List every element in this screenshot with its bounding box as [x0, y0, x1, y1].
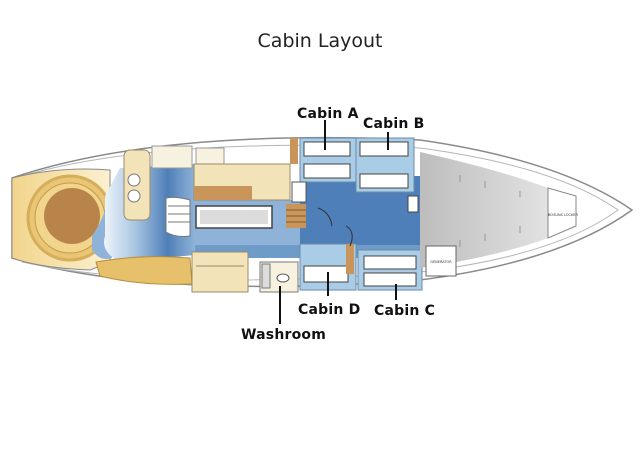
saloon-table-inner	[200, 210, 268, 224]
cabin-a-berth-upper	[303, 141, 351, 157]
cabin-d-bulkhead	[346, 244, 354, 274]
cabin-a-berth-lower	[303, 163, 351, 179]
cabin-d-label: Cabin D	[298, 302, 361, 318]
bosun-locker	[547, 187, 577, 239]
saloon-table-top	[194, 186, 252, 200]
cabin-a-label: Cabin A	[297, 106, 359, 122]
cabin-c-berth-lower	[363, 272, 417, 287]
page-title: Cabin Layout	[257, 30, 383, 52]
galley-sink-2	[127, 189, 141, 203]
washroom-door	[261, 263, 271, 289]
galley-storage	[151, 145, 193, 169]
door-swing-arc	[345, 225, 353, 247]
lower-saloon-cabinet	[191, 251, 249, 293]
washroom-label: Washroom	[241, 327, 327, 343]
forward-floor	[300, 176, 420, 245]
cabin-b-berth-upper	[359, 141, 409, 157]
door-swing-arc	[317, 207, 333, 227]
nav-desk	[195, 147, 225, 165]
generator-box	[425, 245, 457, 277]
cabin-b-berth-lower	[359, 173, 409, 189]
forepeak-storage	[420, 152, 548, 268]
companionway-steps	[165, 196, 191, 237]
bosun-locker-label: BOSUNS LOCKER	[548, 213, 578, 217]
galley-sink-1	[127, 173, 141, 187]
port-settee	[95, 256, 193, 285]
washroom-sink	[276, 273, 290, 283]
cabin-b-label: Cabin B	[363, 116, 425, 132]
cabin-c-berth-upper	[363, 255, 417, 270]
cabin-d-berth	[303, 265, 349, 283]
cabin-c-label: Cabin C	[374, 303, 436, 319]
helm-table	[44, 188, 100, 244]
cabin-a-bulkhead	[290, 138, 298, 164]
cabin-b-door	[407, 195, 419, 213]
generator-label: GENERATOR	[430, 260, 452, 264]
head-toilet	[291, 181, 307, 203]
